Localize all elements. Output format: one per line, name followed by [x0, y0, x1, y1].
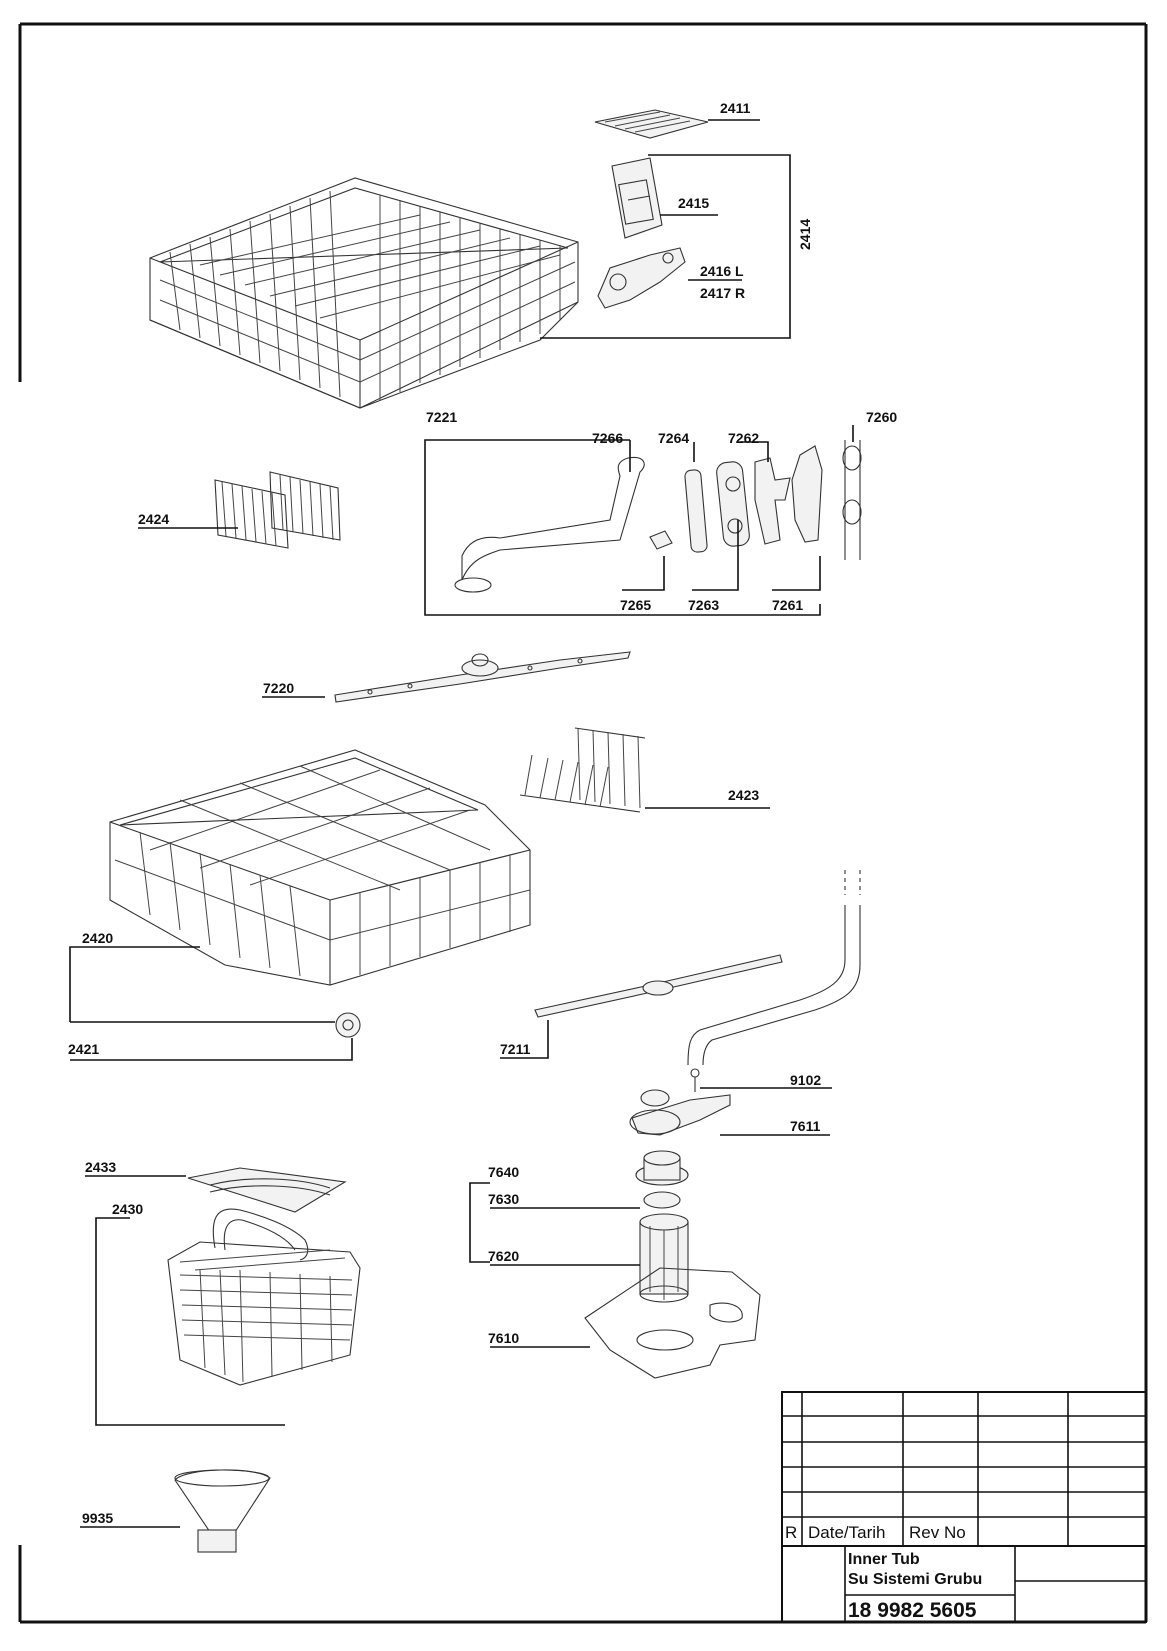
label-7630: 7630 — [488, 1191, 519, 1207]
label-2414: 2414 — [797, 219, 813, 250]
label-7261: 7261 — [772, 597, 803, 613]
label-2411: 2411 — [720, 100, 751, 116]
title-block: R Date/Tarih Rev No Inner Tub Su Sistemi… — [781, 1391, 1147, 1623]
label-2424: 2424 — [138, 511, 169, 527]
label-7220: 7220 — [263, 680, 294, 696]
label-7265: 7265 — [620, 597, 651, 613]
part-2433-drawing — [187, 1167, 347, 1213]
label-2415: 2415 — [678, 195, 709, 211]
label-2421: 2421 — [68, 1041, 99, 1057]
part-7610-drawing — [584, 1267, 761, 1379]
rev-col-date: Date/Tarih — [808, 1523, 885, 1542]
label-2420: 2420 — [82, 930, 113, 946]
part-7221-group-drawing — [454, 440, 862, 593]
label-2416: 2416 L — [700, 263, 744, 279]
label-2433: 2433 — [85, 1159, 116, 1175]
part-2415-drawing — [611, 157, 663, 239]
part-7630-drawing — [635, 1150, 689, 1209]
part-2411-drawing — [594, 109, 709, 139]
part-7611-drawing — [629, 1089, 731, 1136]
label-2423: 2423 — [728, 787, 759, 803]
label-7266: 7266 — [592, 430, 623, 446]
label-7211: 7211 — [500, 1041, 531, 1057]
part-9935-drawing — [174, 1469, 271, 1553]
title-line-2: Su Sistemi Grubu — [848, 1571, 982, 1588]
part-9102-drawing — [690, 1068, 700, 1092]
part-2424-drawing — [214, 471, 341, 549]
label-7260: 7260 — [866, 409, 897, 425]
label-7262: 7262 — [728, 430, 759, 446]
part-2421-drawing — [335, 1012, 361, 1038]
part-7620-drawing — [639, 1213, 689, 1303]
rev-col-r: R — [785, 1523, 797, 1542]
part-2416-2417-drawing — [597, 247, 686, 309]
part-labels: 2411 2414 2415 2416 L 2417 R 7221 7266 7… — [68, 100, 897, 1526]
part-7220-drawing — [334, 651, 631, 703]
part-2430-drawing — [167, 1208, 361, 1386]
leader-lines — [69, 119, 854, 1528]
upper-basket-drawing — [149, 177, 579, 409]
sheet-frame — [18, 22, 1148, 1624]
part-7211-drawing — [534, 870, 861, 1066]
label-7264: 7264 — [658, 430, 689, 446]
label-7263: 7263 — [688, 597, 719, 613]
lower-basket-drawing — [109, 749, 531, 986]
label-7611: 7611 — [790, 1118, 821, 1134]
label-7640: 7640 — [488, 1164, 519, 1180]
part-number: 18 9982 5605 — [848, 1599, 977, 1622]
label-9102: 9102 — [790, 1072, 821, 1088]
rev-col-rev: Rev No — [909, 1523, 966, 1542]
label-2417: 2417 R — [700, 285, 745, 301]
part-2423-drawing — [519, 727, 646, 813]
title-line-1: Inner Tub — [848, 1551, 920, 1568]
label-9935: 9935 — [82, 1510, 113, 1526]
label-7620: 7620 — [488, 1248, 519, 1264]
label-7610: 7610 — [488, 1330, 519, 1346]
label-7221: 7221 — [426, 409, 457, 425]
label-2430: 2430 — [112, 1201, 143, 1217]
